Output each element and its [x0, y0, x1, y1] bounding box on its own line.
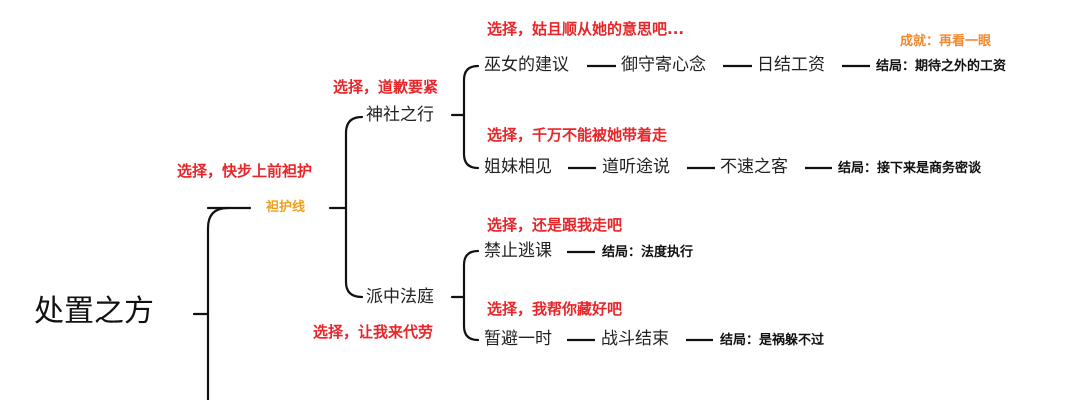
step-node: 御守寄心念 [621, 55, 706, 75]
step-node: 巫女的建议 [484, 55, 569, 75]
path-4-choice: 选择，我帮你藏好吧 [487, 300, 623, 318]
root-title: 处置之方 [34, 294, 154, 329]
path-2-choice: 选择，千万不能被她带着走 [487, 126, 668, 144]
achievement-label: 成就：再看一眼 [900, 34, 992, 49]
branch-choice: 选择，快步上前袒护 [177, 162, 313, 180]
branch-label: 袒护线 [266, 200, 306, 215]
shrine-node: 神社之行 [366, 105, 434, 125]
branch-bracket [344, 115, 364, 299]
path-3-choice: 选择，还是跟我走吧 [487, 216, 623, 234]
root-bracket [206, 206, 230, 400]
step-node: 战斗结束 [601, 329, 669, 349]
court-bracket [462, 249, 480, 342]
ending-label: 结局：接下来是商务密谈 [838, 161, 982, 176]
ending-label: 结局：是祸躲不过 [720, 333, 825, 348]
ending-label: 结局：期待之外的工资 [876, 59, 1007, 74]
step-node: 不速之客 [720, 157, 788, 177]
court-choice: 选择，让我来代劳 [313, 323, 434, 341]
ending-label: 结局：法度执行 [602, 245, 694, 260]
step-node: 日结工资 [757, 55, 825, 75]
path-1-choice: 选择，姑且顺从她的意思吧... [487, 20, 685, 38]
court-node: 派中法庭 [366, 287, 434, 307]
shrine-bracket [462, 64, 480, 170]
step-node: 暂避一时 [484, 329, 552, 349]
shrine-choice: 选择，道歉要紧 [333, 78, 439, 96]
step-node: 禁止逃课 [484, 241, 552, 261]
step-node: 道听途说 [602, 157, 670, 177]
step-node: 姐妹相见 [484, 157, 552, 177]
